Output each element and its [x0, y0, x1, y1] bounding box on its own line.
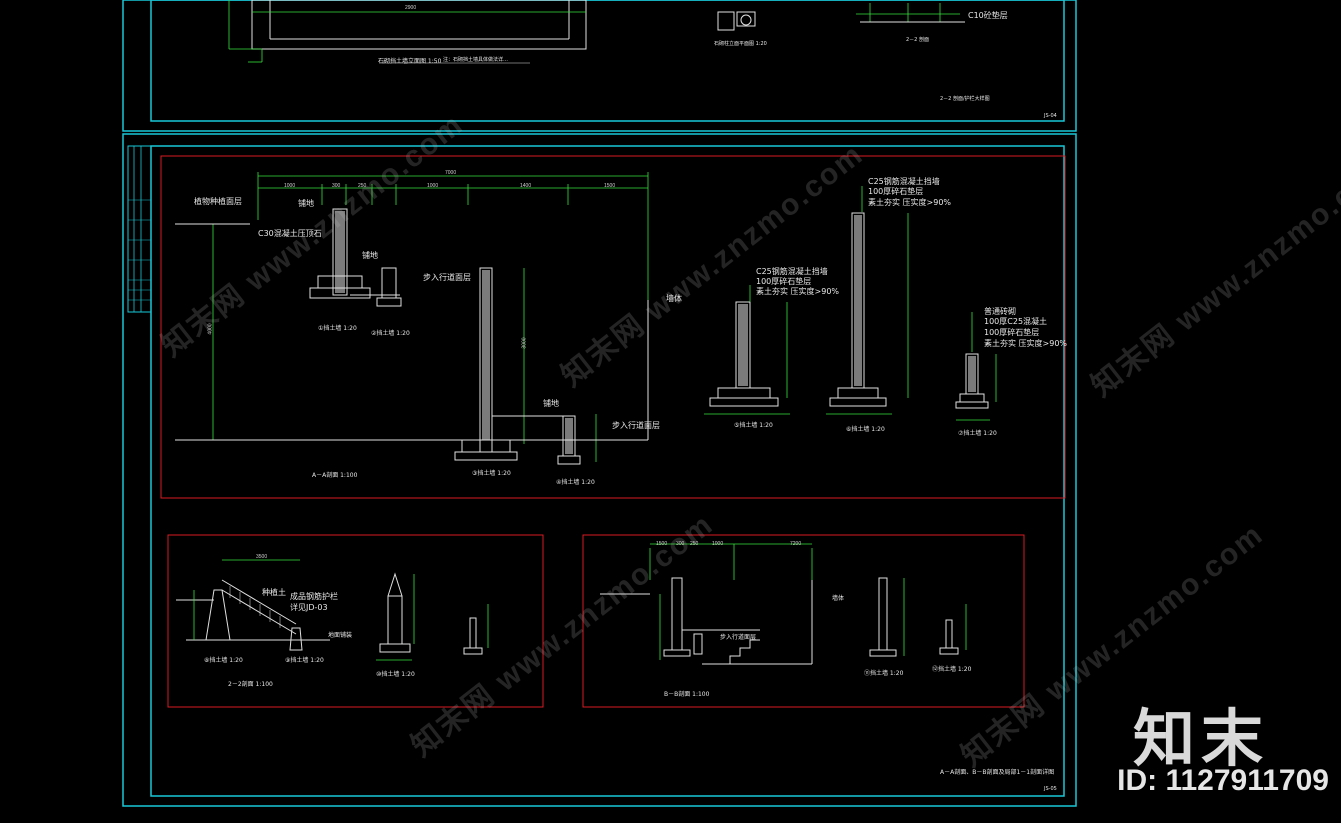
walkway-label-1: 步入行道面层 [423, 273, 471, 282]
elevation-title: 石砌挡土墙立面图 1:50 [378, 58, 442, 65]
vegetation-layer-label: 植物种植面层 [194, 197, 242, 206]
br-wall-label: 墙体 [832, 595, 845, 602]
wall-3-title: ③挡土墙 1:20 [472, 470, 511, 477]
notes-c-4: 素土夯实 压实度>90% [984, 339, 1068, 348]
slope-soil-label: 种植土 [262, 588, 286, 597]
bl-wall-3: ⑩挡土墙 1:20 [376, 671, 415, 678]
paving-label-3: 铺地 [543, 399, 559, 408]
br-wall-2: ⑫挡土墙 1:20 [932, 666, 972, 673]
br-dim-2: 250 [690, 541, 699, 547]
bl-wall-2: ⑨挡土墙 1:20 [285, 657, 324, 664]
wall-c-title: ⑦挡土墙 1:20 [958, 430, 997, 437]
top-dim-total: 2900 [405, 5, 417, 11]
br-dim-4: 7200 [790, 541, 802, 547]
wall-label: 墙体 [666, 294, 682, 303]
br-walkway-label: 步入行道面层 [720, 634, 757, 641]
br-dim-1: 300 [676, 541, 685, 547]
dim-2: 300 [332, 183, 341, 189]
paving-label-2: 铺地 [362, 251, 378, 260]
bl-dim: 3500 [256, 554, 268, 560]
c10-label: C10砼垫层 [968, 11, 1008, 20]
dim-4: 1000 [427, 183, 439, 189]
dim-5: 1400 [520, 183, 532, 189]
section-22-label: 2－2 剖面 [906, 37, 929, 43]
notes-b-1: C25钢筋混凝土挡墙 [868, 177, 940, 186]
section-aa-title: A－A剖面 1:100 [312, 472, 358, 479]
wall-4-title: ④挡土墙 1:20 [556, 479, 595, 486]
notes-c-2: 100厚C25混凝土 [984, 317, 1048, 326]
wall-1-title: ①挡土墙 1:20 [318, 325, 357, 332]
paving-label-1: 铺地 [298, 199, 314, 208]
brand-id-label: ID: 1127911709 [1117, 764, 1329, 797]
notes-b-2: 100厚碎石垫层 [868, 187, 924, 196]
bl-wall-1: ⑧挡土墙 1:20 [204, 657, 243, 664]
railing-label: 成品钢筋护栏 [290, 592, 338, 601]
dim-6: 1500 [604, 183, 616, 189]
column-title: 石砌柱立面平面图 1:20 [714, 41, 767, 47]
top-sheet-caption: 2－2 剖面/护栏大样图 [940, 96, 990, 102]
dim-3: 250 [358, 183, 367, 189]
top-sheet-number: JS-04 [1044, 113, 1057, 119]
wall-height-dim: 3000 [521, 337, 528, 349]
notes-a-3: 素土夯实 压实度>90% [756, 287, 840, 296]
notes-a-1: C25钢筋混凝土挡墙 [756, 267, 828, 276]
notes-b-3: 素土夯实 压实度>90% [868, 198, 952, 207]
wall-b-title: ⑥挡土墙 1:20 [846, 426, 885, 433]
wall-a-title: ⑤挡土墙 1:20 [734, 422, 773, 429]
wall-2-title: ②挡土墙 1:20 [371, 330, 410, 337]
sheet-number: JS-05 [1044, 786, 1057, 792]
br-dim-0: 1500 [656, 541, 668, 547]
sheet-title: A－A剖面、B－B剖面及局部1－1剖面详图 [940, 769, 1055, 776]
c30-coping-label: C30混凝土压顶石 [258, 229, 322, 238]
railing-ref-label: 详见JD-03 [290, 603, 328, 612]
elevation-note: 注：石砌挡土墙具体做法详… [443, 57, 509, 63]
br-section-title: B－B剖面 1:100 [664, 691, 710, 698]
bl-section-title: 2－2剖面 1:100 [228, 681, 273, 688]
brand-logo: 知末 [1132, 702, 1269, 775]
ground-label: 地面铺装 [328, 632, 353, 639]
walkway-label-2: 步入行道面层 [612, 421, 660, 430]
notes-c-1: 普通砖砌 [984, 307, 1016, 316]
br-wall-1: ⑪挡土墙 1:20 [864, 670, 904, 677]
dim-1: 1000 [284, 183, 296, 189]
notes-a-2: 100厚碎石垫层 [756, 277, 812, 286]
br-dim-3: 1000 [712, 541, 724, 547]
dim-0: 7000 [445, 170, 457, 176]
notes-c-3: 100厚碎石垫层 [984, 328, 1040, 337]
